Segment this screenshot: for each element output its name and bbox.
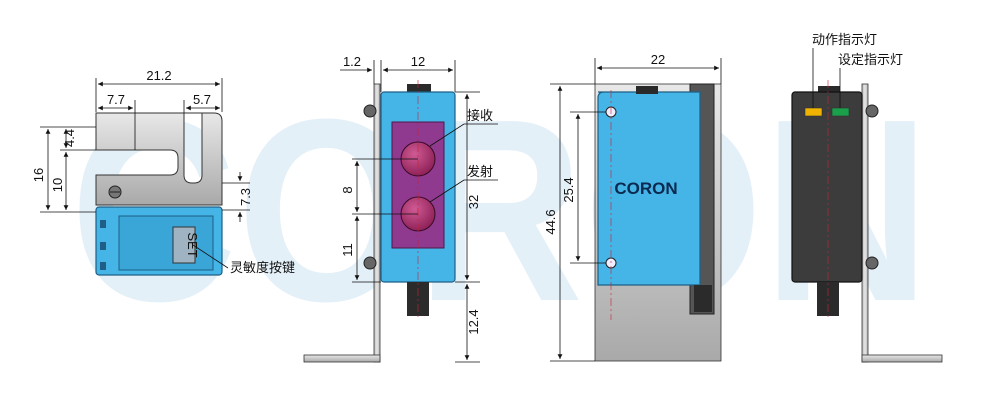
dim-front-width: 12 [411, 54, 425, 69]
rear-view: 动作指示灯 设定指示灯 [791, 33, 943, 363]
callout-emitter: 发射 [467, 164, 493, 180]
dim-top-height: 16 [31, 168, 46, 182]
dim-top-slot-width: 10 [50, 178, 65, 192]
rear-bracket-foot [861, 354, 943, 363]
dim-top-lower: 7.3 [238, 188, 253, 206]
side-view: CORON 22 44.6 25.4 [543, 52, 722, 362]
dim-front-height: 32 [466, 195, 481, 209]
front-bracket-foot [303, 354, 381, 363]
set-button-label: SET [185, 232, 200, 257]
dim-side-width: 22 [651, 52, 665, 67]
rear-lower-screw-icon [865, 256, 879, 270]
sensitivity-set-button[interactable] [172, 226, 196, 264]
top-inner-panel [118, 215, 214, 271]
rear-bracket-vertical [861, 83, 869, 363]
front-lower-screw-icon [363, 256, 377, 270]
front-top-cap [407, 84, 431, 94]
side-brand-label: CORON [614, 179, 677, 198]
rear-upper-screw-icon [865, 104, 879, 118]
front-bracket-vertical [373, 83, 381, 363]
front-upper-screw-icon [363, 104, 377, 118]
dim-bottom-offset: 11 [340, 243, 355, 257]
callout-setting-indicator: 设定指示灯 [838, 53, 903, 68]
dim-top-right-offset: 5.7 [193, 92, 211, 107]
callout-receiver: 接收 [467, 108, 493, 124]
setting-indicator-led [831, 107, 850, 117]
dim-cable-length: 12.4 [466, 309, 481, 334]
top-bracket-body [95, 112, 223, 206]
dim-top-width: 21.2 [146, 68, 171, 83]
dim-total-height: 44.6 [543, 209, 558, 234]
side-cable [694, 285, 712, 312]
dim-lens-pitch: 8 [340, 186, 355, 193]
callout-sensitivity-button: 灵敏度按键 [230, 260, 295, 276]
action-indicator-led [804, 107, 823, 117]
top-view: SET 21.2 7.7 5.7 16 4.4 10 7.3 灵敏度按键 [31, 68, 295, 276]
callout-action-indicator: 动作指示灯 [812, 33, 877, 48]
dim-front-thickness: 1.2 [343, 54, 361, 69]
side-sensor-body [597, 91, 701, 286]
rear-sensor-body [791, 91, 863, 283]
dim-mount-pitch: 25.4 [561, 177, 576, 202]
front-view: 1.2 12 8 11 32 12.4 接收 发射 [303, 54, 498, 363]
dim-top-slot-depth: 4.4 [62, 129, 77, 147]
dim-top-left-offset: 7.7 [107, 92, 125, 107]
